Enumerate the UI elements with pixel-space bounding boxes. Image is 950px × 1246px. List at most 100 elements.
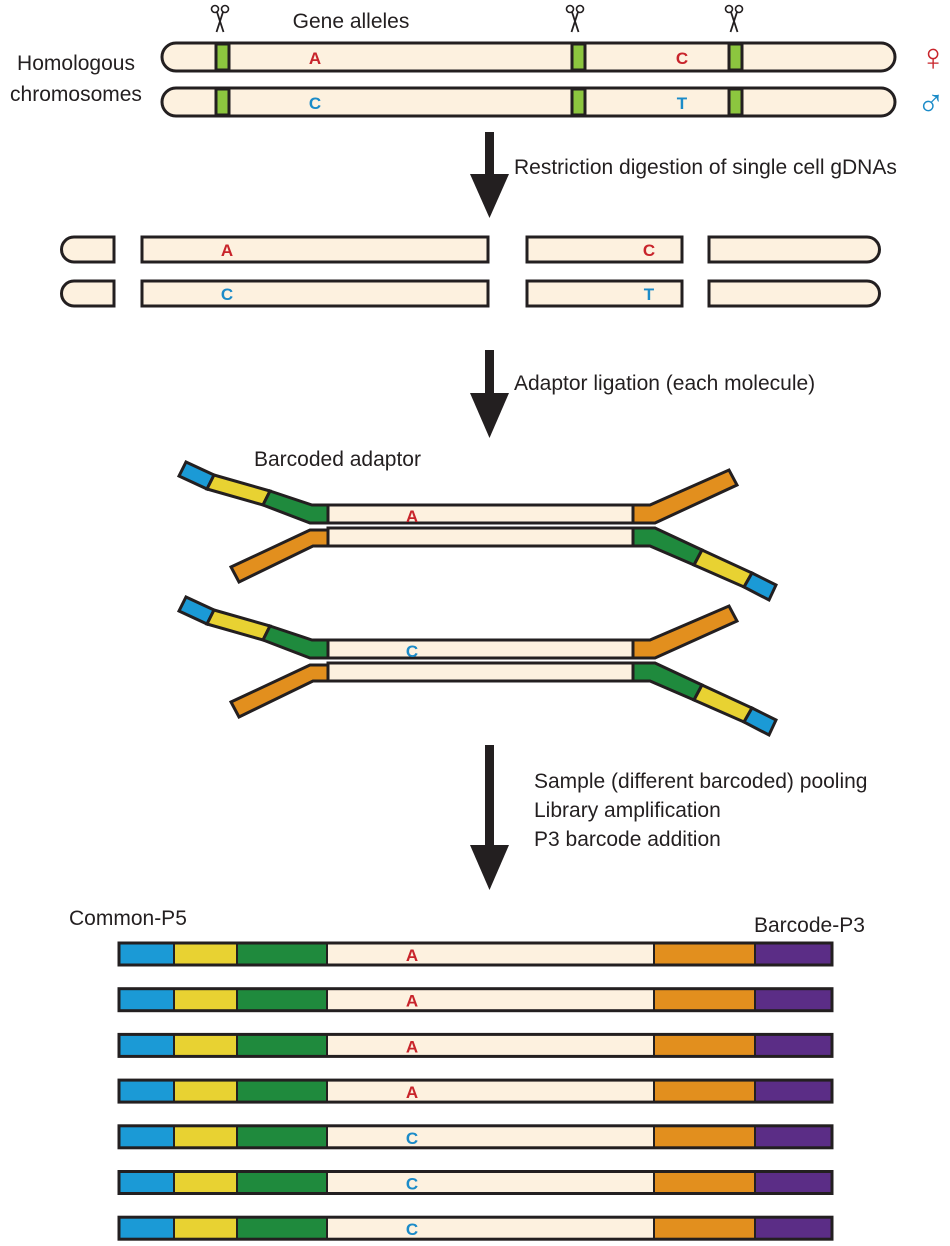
p3-barcode-segment — [754, 1170, 833, 1195]
orange-segment — [653, 1124, 756, 1149]
orange-segment — [653, 1216, 756, 1241]
insert-segment — [326, 1124, 655, 1149]
green-segment — [236, 987, 328, 1012]
p3-barcode-segment — [754, 987, 833, 1012]
allele-label: T — [677, 94, 688, 113]
allele-label: T — [644, 285, 655, 304]
barcoded-adaptor-label: Barcoded adaptor — [254, 448, 421, 471]
insert-segment — [326, 1033, 655, 1058]
down-arrow-icon — [470, 132, 509, 218]
orange-segment — [653, 1079, 756, 1104]
allele-label: C — [643, 241, 655, 260]
allele-label: A — [406, 507, 418, 526]
fragment — [707, 235, 881, 264]
yellow-segment — [173, 1033, 238, 1058]
female-symbol-icon: ♀ — [919, 37, 948, 79]
library-read: C — [117, 1124, 834, 1150]
library-read: C — [117, 1215, 834, 1241]
allele-label: C — [406, 1129, 418, 1148]
green-segment — [236, 1124, 328, 1149]
scissors-icon — [565, 4, 585, 33]
p5-blue-segment — [118, 1033, 175, 1058]
read-outline — [117, 941, 834, 967]
yellow-segment — [173, 987, 238, 1012]
read-outline — [117, 987, 834, 1013]
allele-label: A — [221, 241, 233, 260]
allele-label: C — [406, 642, 418, 661]
homologous-label-line2: chromosomes — [10, 83, 142, 106]
yellow-segment — [173, 1124, 238, 1149]
p3-barcode-segment — [754, 1216, 833, 1241]
green-segment — [236, 1216, 328, 1241]
library-read: A — [117, 987, 834, 1013]
library-read: A — [117, 1078, 834, 1104]
cut-site — [727, 87, 744, 117]
female-chromosome: A C — [160, 41, 897, 73]
insert-segment — [326, 1216, 655, 1241]
cut-site — [214, 42, 231, 72]
p5-blue-segment — [118, 1079, 175, 1104]
ligated-molecule: C — [176, 595, 778, 738]
chromosome-bar — [160, 41, 897, 73]
insert-segment — [326, 942, 655, 966]
digested-fragments: A C C T — [60, 235, 881, 308]
fragment — [525, 235, 684, 264]
cut-site — [570, 42, 587, 72]
gene-alleles-label: Gene alleles — [293, 10, 410, 33]
yellow-segment — [173, 1216, 238, 1241]
cut-site — [727, 42, 744, 72]
fragment — [707, 279, 881, 308]
fragment — [140, 235, 490, 264]
p3-barcode-segment — [754, 1124, 833, 1149]
read-outline — [117, 1032, 834, 1058]
allele-label: C — [676, 49, 688, 68]
down-arrow-icon — [470, 745, 509, 890]
allele-label: C — [406, 1175, 418, 1194]
green-segment — [236, 1079, 328, 1104]
scissors-icon — [724, 4, 744, 33]
p5-blue-segment — [118, 942, 175, 966]
green-segment — [236, 942, 328, 966]
male-symbol-icon: ♂ — [917, 83, 946, 125]
ligated-molecule: A — [176, 460, 778, 603]
orange-segment — [653, 987, 756, 1012]
cut-site — [214, 87, 231, 117]
orange-segment — [653, 1170, 756, 1195]
p5-blue-segment — [118, 1216, 175, 1241]
insert-segment — [326, 1170, 655, 1195]
chromosome-bar — [160, 86, 897, 118]
allele-label: A — [309, 49, 321, 68]
yellow-segment — [173, 1079, 238, 1104]
fragment — [60, 235, 116, 264]
p5-blue-segment — [118, 987, 175, 1012]
insert-segment — [326, 987, 655, 1012]
library-read: C — [117, 1170, 834, 1195]
p3-barcode-segment — [754, 1033, 833, 1058]
fragment — [140, 279, 490, 308]
male-chromosome: C T — [160, 86, 897, 118]
read-outline — [117, 1078, 834, 1104]
step-pooling-label: Sample (different barcoded) pooling — [534, 770, 868, 793]
green-segment — [236, 1170, 328, 1195]
fragment — [525, 279, 684, 308]
scissors-icon — [210, 4, 230, 33]
read-outline — [117, 1215, 834, 1241]
step-ligation-label: Adaptor ligation (each molecule) — [514, 372, 815, 395]
step-barcode-addition-label: P3 barcode addition — [534, 828, 721, 851]
p5-blue-segment — [118, 1170, 175, 1195]
allele-label: C — [309, 94, 321, 113]
allele-label: C — [406, 1220, 418, 1239]
allele-label: C — [221, 285, 233, 304]
allele-label: A — [406, 992, 418, 1011]
read-outline — [117, 1170, 834, 1195]
barcode-p3-label: Barcode-P3 — [754, 914, 865, 937]
step-digestion-label: Restriction digestion of single cell gDN… — [514, 156, 897, 179]
fragment — [60, 279, 116, 308]
cut-site — [570, 87, 587, 117]
green-segment — [236, 1033, 328, 1058]
library-read: A — [117, 1032, 834, 1058]
library-read: A — [117, 941, 834, 967]
homologous-label-line1: Homologous — [17, 52, 135, 75]
orange-segment — [653, 942, 756, 966]
